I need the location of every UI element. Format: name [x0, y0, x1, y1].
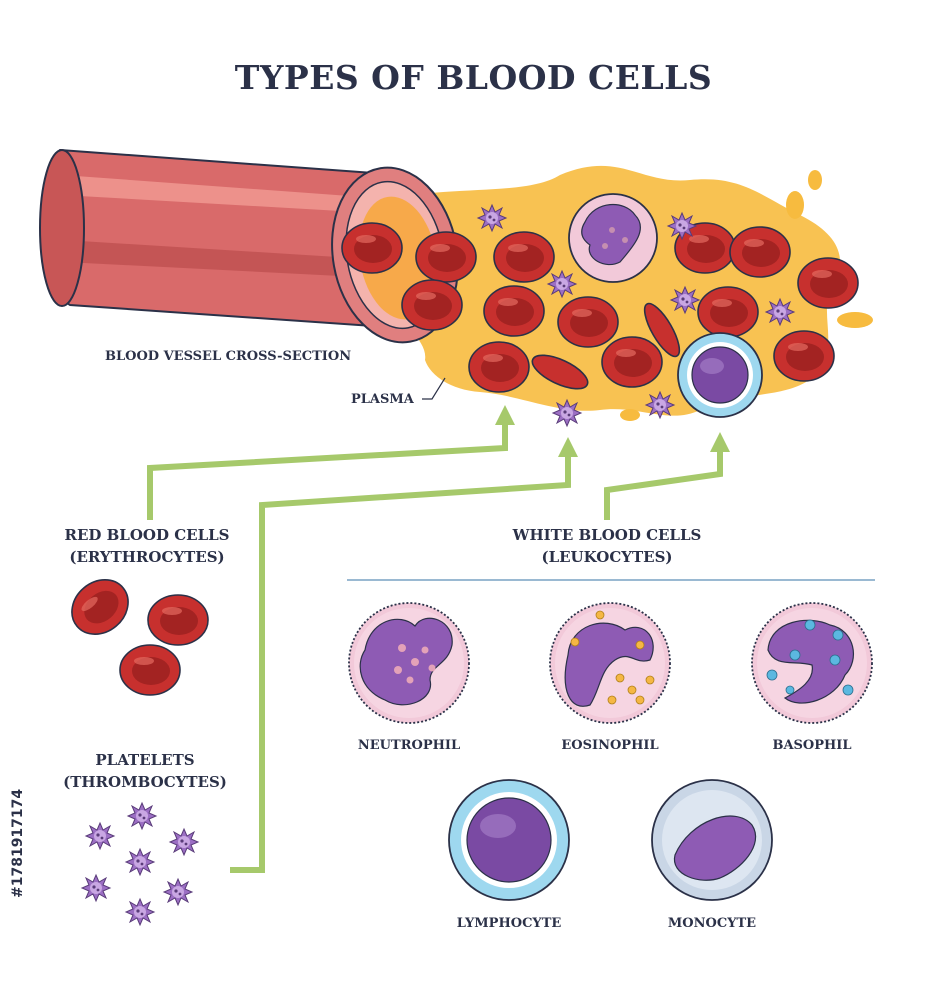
wbc-stream-neutrophil [568, 193, 658, 283]
red-blood-cells-heading: RED BLOOD CELLS (ERYTHROCYTES) [32, 524, 262, 568]
monocyte-cell [651, 779, 773, 901]
wbc-stream-lymphocyte [677, 332, 763, 418]
platelets-title: PLATELETS [95, 751, 195, 769]
blood-vessel [39, 148, 459, 344]
eosinophil-cell [549, 602, 671, 724]
rbc-stream [341, 222, 859, 393]
platelets-heading: PLATELETS (THROMBOCYTES) [45, 749, 245, 793]
connector-arrows [147, 420, 723, 873]
eosinophil-label: EOSINOPHIL [561, 738, 659, 753]
vessel-label: BLOOD VESSEL CROSS-SECTION [105, 349, 352, 364]
monocyte-label: MONOCYTE [667, 916, 757, 931]
image-id-tag: #1781917174 [8, 770, 28, 900]
rbc-group [60, 567, 209, 696]
basophil-label: BASOPHIL [772, 738, 852, 753]
image-id-text: #1781917174 [10, 788, 26, 898]
platelets-subtitle: (THROMBOCYTES) [63, 773, 227, 791]
basophil-cell [751, 602, 873, 724]
white-blood-cells-title: WHITE BLOOD CELLS [512, 526, 702, 544]
white-blood-cells-subtitle: (LEUKOCYTES) [541, 548, 673, 566]
neutrophil-cell [348, 602, 470, 724]
lymphocyte-cell [448, 779, 570, 901]
red-blood-cells-title: RED BLOOD CELLS [64, 526, 230, 544]
red-blood-cells-subtitle: (ERYTHROCYTES) [69, 548, 225, 566]
neutrophil-label: NEUTROPHIL [357, 738, 461, 753]
plasma-label: PLASMA [351, 392, 414, 407]
page-title: TYPES OF BLOOD CELLS [234, 58, 713, 97]
white-blood-cells-heading: WHITE BLOOD CELLS (LEUKOCYTES) [482, 524, 732, 568]
platelets-group [81, 802, 199, 926]
lymphocyte-label: LYMPHOCYTE [456, 916, 562, 931]
